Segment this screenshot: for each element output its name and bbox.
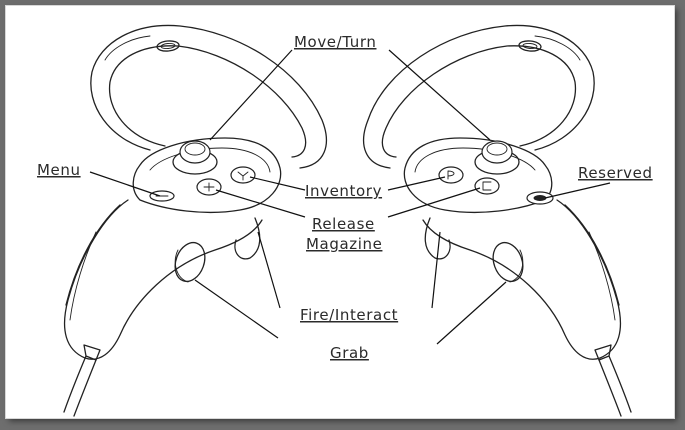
right-vr-controller-icon xyxy=(363,24,632,417)
label-release: Release xyxy=(312,215,375,233)
label-move-turn: Move/Turn xyxy=(294,33,376,51)
label-grab: Grab xyxy=(330,344,369,362)
label-reserved: Reserved xyxy=(578,164,653,182)
left-vr-controller-icon xyxy=(63,24,327,417)
label-magazine: Magazine xyxy=(306,235,382,253)
label-inventory: Inventory xyxy=(305,182,382,200)
diagram-frame xyxy=(6,6,674,418)
label-fire-interact: Fire/Interact xyxy=(300,306,398,324)
callout-lines xyxy=(89,49,611,345)
label-menu: Menu xyxy=(37,161,81,179)
